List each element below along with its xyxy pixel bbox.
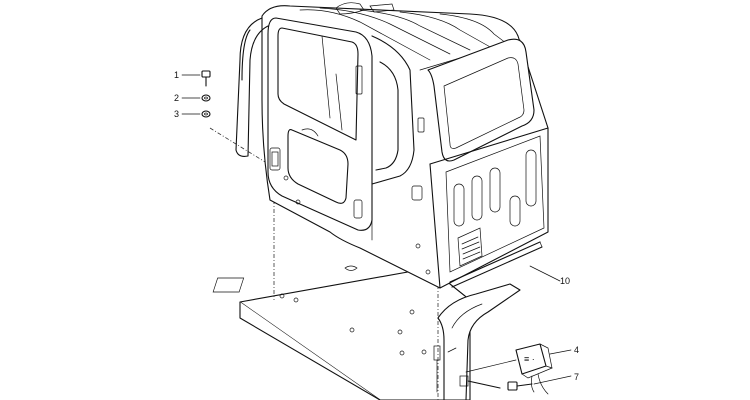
label-10: 10: [560, 276, 570, 286]
label-1: 1: [174, 70, 179, 80]
assembly-centerlines: [209, 127, 439, 400]
svg-text:≡ ·: ≡ ·: [524, 354, 535, 364]
label-3: 3: [174, 109, 179, 119]
washer: [201, 94, 211, 102]
callout-labels: 1 2 3 4 7 10: [174, 70, 579, 382]
screw-part-7: [507, 381, 533, 391]
lock-washer: [201, 110, 211, 118]
leader-lines: [181, 74, 572, 385]
switch-box: ≡ ·: [465, 343, 553, 395]
fastener-stack: [201, 70, 211, 118]
label-7: 7: [574, 372, 579, 382]
bolt: [201, 70, 211, 87]
cab-floor-plate: [212, 265, 471, 400]
seal-strip: [449, 241, 543, 288]
label-2: 2: [174, 93, 179, 103]
bottom-bolts: [433, 345, 501, 393]
operator-cab: [235, 2, 549, 289]
label-4: 4: [574, 345, 579, 355]
support-bracket: [437, 283, 521, 400]
